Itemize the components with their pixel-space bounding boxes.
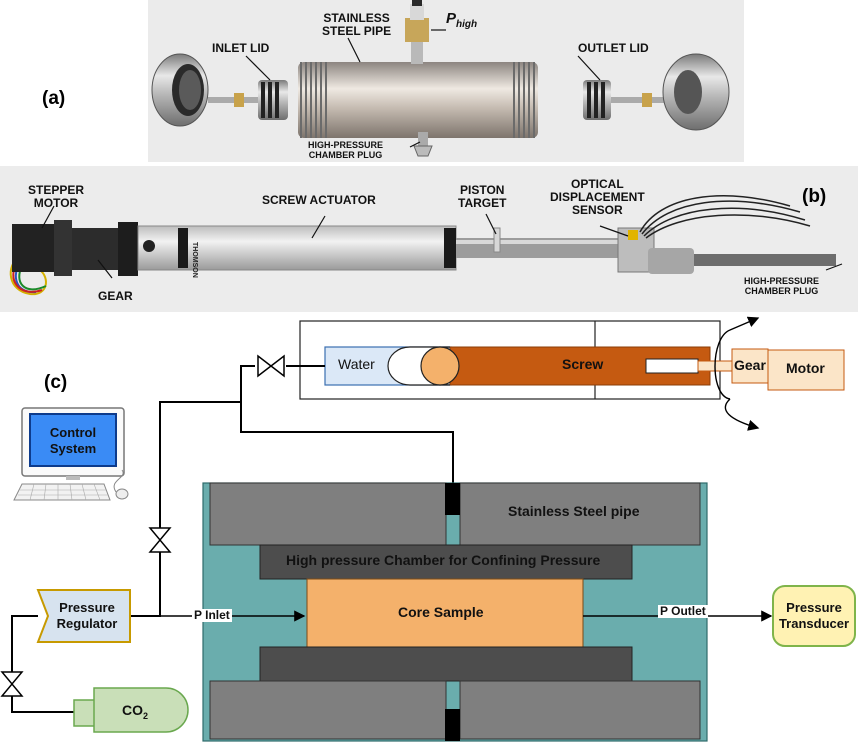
core-sample-label: Core Sample xyxy=(398,604,484,620)
panel-c-tag: (c) xyxy=(44,372,68,393)
piston-target-label: PISTON TARGET xyxy=(458,184,506,210)
valve-top xyxy=(257,354,285,378)
gear-photo xyxy=(72,228,124,270)
p-high-base: P xyxy=(446,10,457,27)
steel-pipe-label-c: Stainless Steel pipe xyxy=(508,503,640,519)
pressure-regulator-line2: Regulator xyxy=(56,616,118,631)
stepper-motor-label-line2: MOTOR xyxy=(33,196,79,210)
p-outlet-label: P Outlet xyxy=(658,604,708,618)
control-system-line2: System xyxy=(49,441,97,456)
optical-sensor-label-line2: DISPLACEMENT xyxy=(550,190,645,204)
stepper-motor-label-line1: STEPPER xyxy=(28,183,85,197)
p-inlet-label: P Inlet xyxy=(192,608,232,622)
panel-a-illustration xyxy=(148,0,744,162)
panel-a-tag: (a) xyxy=(42,88,66,109)
valve-left xyxy=(148,527,172,553)
inlet-lid-photo xyxy=(258,80,288,120)
motor-label: Motor xyxy=(786,360,825,376)
plug-label-b-line1: HIGH-PRESSURE xyxy=(744,276,820,286)
panel-b-tag: (b) xyxy=(802,186,827,207)
outlet-lid-photo xyxy=(583,80,611,120)
plug-label-b: HIGH-PRESSURE CHAMBER PLUG xyxy=(744,276,819,296)
plug-label-a-line2: CHAMBER PLUG xyxy=(308,150,383,160)
screw-actuator-label: SCREW ACTUATOR xyxy=(262,193,376,207)
control-computer xyxy=(13,407,129,501)
stainless-pipe-label: STAINLESS STEEL PIPE xyxy=(322,12,391,38)
steel-pipe-bottom-left xyxy=(209,680,447,740)
steel-pipe-top-right xyxy=(459,482,701,546)
valve-bottom xyxy=(0,671,24,697)
pressure-transducer xyxy=(772,585,856,647)
water-label: Water xyxy=(338,356,375,372)
plug-fitting-photo xyxy=(413,132,433,157)
piston-ball xyxy=(420,346,460,386)
p-high-subscript: high xyxy=(456,19,478,30)
brand-text: THOMSON xyxy=(191,242,198,278)
panel-b-photo: THOMSON xyxy=(0,166,858,312)
stepper-motor-photo xyxy=(12,224,54,272)
co2-subscript: 2 xyxy=(143,710,149,721)
pressure-transducer-label: Pressure Transducer xyxy=(776,600,852,632)
inlet-lid-label: INLET LID xyxy=(212,41,270,55)
core-sample xyxy=(306,578,584,648)
gear-box xyxy=(731,348,769,384)
piston-target-label-line2: TARGET xyxy=(458,196,507,210)
pressure-regulator xyxy=(36,589,131,643)
control-system-label: Control System xyxy=(30,425,116,457)
gear-label-b: GEAR xyxy=(98,289,133,303)
co2-tank xyxy=(73,687,189,733)
optical-sensor-label-line1: OPTICAL xyxy=(571,177,624,191)
piston-target-label-line1: PISTON xyxy=(459,183,505,197)
plug-label-a: HIGH-PRESSURE CHAMBER PLUG xyxy=(308,140,383,160)
gear-label-c: Gear xyxy=(734,357,766,373)
control-system-line1: Control xyxy=(49,425,97,440)
co2-label: CO2 xyxy=(122,702,149,723)
optical-sensor-label: OPTICAL DISPLACEMENT SENSOR xyxy=(550,178,645,217)
pressure-transducer-line2: Transducer xyxy=(778,616,850,631)
stepper-motor-label: STEPPER MOTOR xyxy=(28,184,84,210)
screw-nut-slot xyxy=(645,358,699,374)
stainless-pipe-label-line1: STAINLESS xyxy=(323,11,390,25)
plug-label-a-line1: HIGH-PRESSURE xyxy=(308,140,384,150)
optical-sensor-label-line3: SENSOR xyxy=(571,203,623,217)
motor-box xyxy=(767,349,845,391)
stainless-pipe-photo xyxy=(298,62,538,138)
plug-label-b-line2: CHAMBER PLUG xyxy=(744,286,819,296)
steel-pipe-bottom-right xyxy=(459,680,701,740)
pressure-regulator-label: Pressure Regulator xyxy=(48,600,126,632)
p-high-label: Phigh xyxy=(446,10,478,31)
outlet-lid-label: OUTLET LID xyxy=(578,41,649,55)
p-high-fitting-photo xyxy=(405,0,429,64)
pressure-transducer-line1: Pressure xyxy=(786,600,842,615)
panel-b-illustration: THOMSON xyxy=(0,166,858,312)
panel-a-photo xyxy=(148,0,744,162)
steel-pipe-top-left xyxy=(209,482,447,546)
pressure-regulator-line1: Pressure xyxy=(59,600,115,615)
co2-base: CO xyxy=(122,702,143,718)
confining-chamber-bottom xyxy=(259,646,633,682)
screw-label: Screw xyxy=(562,356,604,372)
chamber-label: High pressure Chamber for Confining Pres… xyxy=(286,552,601,568)
stainless-pipe-label-line2: STEEL PIPE xyxy=(322,24,392,38)
